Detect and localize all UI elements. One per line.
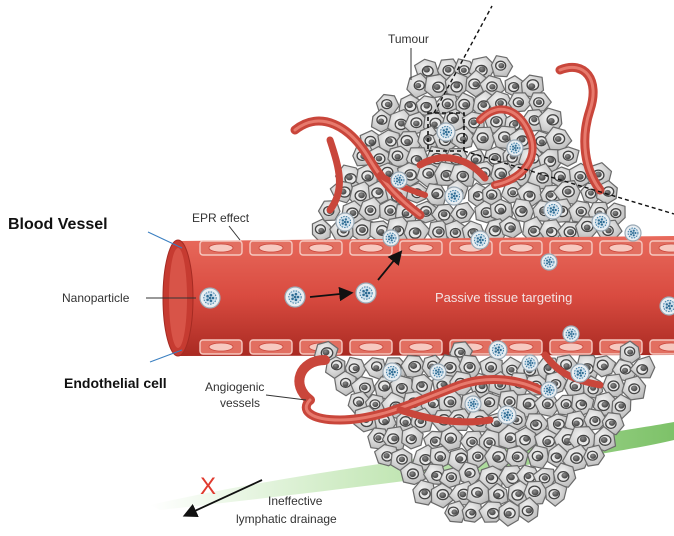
- tumour-cell: [546, 482, 567, 506]
- nanoparticle: [489, 341, 507, 359]
- tumour-label: Tumour: [388, 32, 429, 46]
- nanoparticle: [471, 231, 489, 249]
- passive-targeting-label: Passive tissue targeting: [435, 290, 572, 305]
- nanoparticle: [660, 297, 674, 315]
- endothelial-cell: [400, 340, 442, 354]
- angiogenic-vessels-label-line1: Angiogenic: [205, 380, 264, 394]
- nanoparticle: [571, 364, 589, 382]
- nanoparticle: [541, 254, 557, 270]
- nanoparticle: [285, 287, 305, 307]
- nanoparticle: [383, 363, 401, 381]
- nanoparticle: [445, 187, 463, 205]
- endothelial-cell: [650, 241, 674, 255]
- tumour-cell-cluster-lower: [315, 341, 655, 526]
- blood-vessel-label: Blood Vessel: [8, 216, 108, 234]
- endothelial-cell: [600, 241, 642, 255]
- endothelial-cell: [300, 241, 342, 255]
- ineffective-drainage-label-line2: lymphatic drainage: [236, 512, 337, 526]
- nanoparticle: [507, 140, 523, 156]
- nanoparticle: [356, 283, 376, 303]
- nanoparticle: [541, 382, 557, 398]
- tumour-cell: [491, 56, 512, 77]
- epr-effect-label: EPR effect: [192, 211, 249, 225]
- endothelial-cell: [400, 241, 442, 255]
- nanoparticle: [465, 396, 481, 412]
- endothelial-cell: [250, 340, 292, 354]
- endothelial-cells-top: [200, 241, 674, 255]
- tumour-cell: [472, 127, 495, 151]
- blocked-drainage-x-mark: X: [200, 473, 216, 501]
- angiogenic-vessels-label-line2: vessels: [220, 396, 260, 410]
- tumour-cell: [312, 219, 330, 242]
- endothelial-cell: [350, 340, 392, 354]
- endothelial-cell-label: Endothelial cell: [64, 375, 167, 391]
- nanoparticle: [437, 123, 455, 141]
- nanoparticle: [592, 213, 610, 231]
- endothelial-cell: [200, 241, 242, 255]
- tumour-cell: [622, 376, 646, 400]
- nanoparticle-label: Nanoparticle: [62, 291, 129, 305]
- endothelial-cell: [250, 241, 292, 255]
- nanoparticle: [498, 406, 516, 424]
- nanoparticle: [391, 172, 407, 188]
- endothelial-cells-bottom: [200, 340, 674, 354]
- nanoparticle: [563, 326, 579, 342]
- nanoparticle: [522, 355, 538, 371]
- nanoparticle: [625, 225, 641, 241]
- nanoparticle: [383, 230, 399, 246]
- nanoparticle: [544, 201, 562, 219]
- endothelial-cell: [650, 340, 674, 354]
- leader-epr: [229, 226, 240, 240]
- blood-vessel: [163, 236, 674, 356]
- endothelial-cell: [200, 340, 242, 354]
- ineffective-drainage-label-line1: Ineffective: [268, 494, 322, 508]
- nanoparticle: [200, 288, 220, 308]
- endothelial-cell: [550, 241, 592, 255]
- tumour-cell: [558, 147, 579, 166]
- endothelial-cell: [500, 241, 542, 255]
- nanoparticle: [336, 213, 354, 231]
- nanoparticle: [430, 364, 446, 380]
